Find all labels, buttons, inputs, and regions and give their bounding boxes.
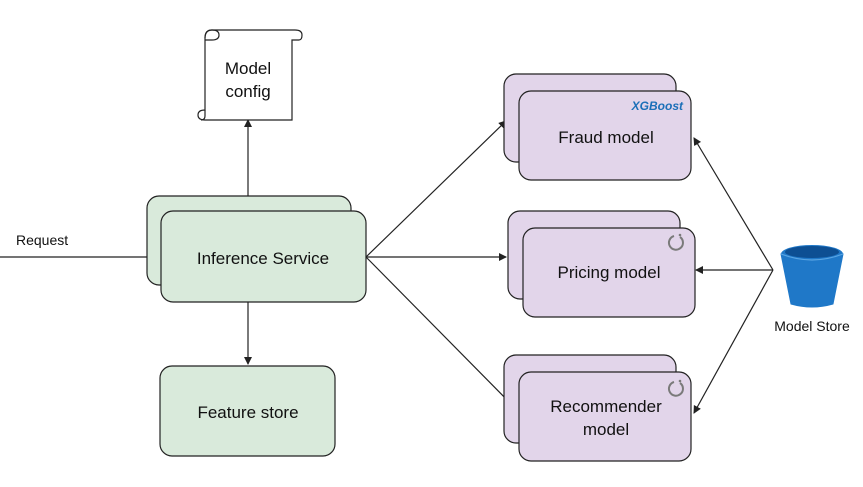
model-store-label: Model Store [774, 318, 850, 334]
edge-to-fraud [365, 120, 507, 258]
pricing-box [522, 227, 696, 318]
xgboost-logo: XGBoost [631, 99, 684, 113]
pricing-model-node: Pricing model [507, 210, 696, 318]
bucket-icon [780, 245, 844, 308]
pytorch-icon [667, 233, 684, 251]
edges [0, 119, 774, 414]
recommender-model-node: Recommender model [503, 354, 692, 462]
config-line2: config [225, 82, 270, 101]
feature-store-node: Feature store [159, 365, 336, 457]
inference-service-node: Inference Service [146, 195, 367, 303]
feature-store-label: Feature store [197, 403, 298, 422]
request-label: Request [16, 232, 68, 248]
edge-store-to-fraud [693, 137, 774, 271]
config-line1: Model [225, 59, 271, 78]
fraud-box [518, 90, 692, 181]
fraud-label: Fraud model [558, 128, 653, 147]
pricing-label: Pricing model [558, 263, 661, 282]
model-config-node: Model config [197, 29, 303, 121]
model-store-node: Model Store [774, 245, 850, 334]
inference-box [160, 210, 367, 303]
recommender-line1: Recommender [550, 397, 662, 416]
inference-label: Inference Service [197, 249, 329, 268]
edge-store-to-recommender [693, 269, 774, 414]
pytorch-icon [667, 379, 684, 397]
fraud-model-node: XGBoost Fraud model [503, 73, 692, 181]
recommender-line2: model [583, 420, 629, 439]
feature-store-box [159, 365, 336, 457]
recommender-box [518, 371, 692, 462]
edge-to-recommender [365, 256, 521, 414]
